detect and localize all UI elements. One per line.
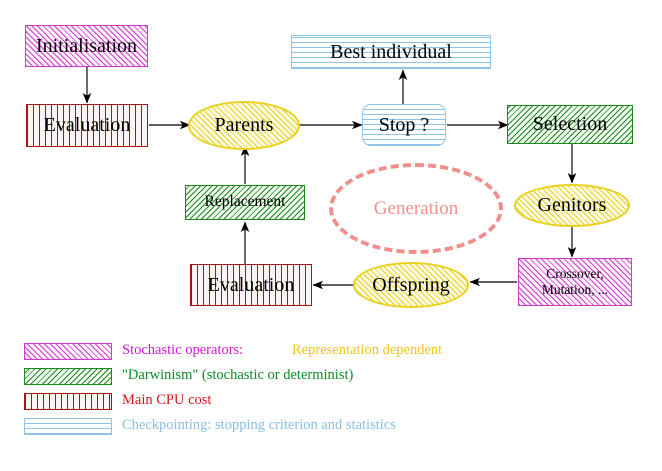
legend-label-stochastic-operators: Stochastic operators: xyxy=(122,342,244,358)
node-best-individual[interactable]: Best individual xyxy=(291,35,491,69)
legend-swatch-red-vertical-lines xyxy=(24,393,112,410)
legend-row-cpu-cost: Main CPU cost xyxy=(0,388,662,413)
node-crossover-mutation-label: Crossover, Mutation, ... xyxy=(541,266,609,297)
node-generation-group: Generation xyxy=(329,163,503,254)
legend-swatch-blue-horizontal-lines xyxy=(24,418,112,435)
node-genitors-label: Genitors xyxy=(537,194,607,217)
legend-swatch-green-hatch xyxy=(24,368,112,385)
node-selection-label: Selection xyxy=(532,113,608,136)
node-crossover-mutation[interactable]: Crossover, Mutation, ... xyxy=(518,258,632,306)
legend-row-darwinism: "Darwinism" (stochastic or determinist) xyxy=(0,363,662,388)
node-best-individual-label: Best individual xyxy=(330,40,452,63)
legend-label-darwinism: "Darwinism" (stochastic or determinist) xyxy=(122,367,354,383)
legend-label-representation-dependent: Representation dependent xyxy=(292,342,443,358)
legend-label-checkpointing: Checkpointing: stopping criterion and st… xyxy=(122,417,396,433)
node-evaluation-top-label: Evaluation xyxy=(43,114,131,137)
node-offspring[interactable]: Offspring xyxy=(353,262,469,308)
legend: Stochastic operators: Representation dep… xyxy=(0,336,662,456)
node-stop[interactable]: Stop ? xyxy=(362,104,446,146)
node-parents[interactable]: Parents xyxy=(188,101,300,150)
legend-row-stochastic: Stochastic operators: Representation dep… xyxy=(0,338,662,363)
node-offspring-label: Offspring xyxy=(372,273,450,296)
node-initialisation[interactable]: Initialisation xyxy=(25,25,148,67)
node-replacement-label: Replacement xyxy=(204,193,286,211)
node-evaluation-bottom-label: Evaluation xyxy=(207,273,295,296)
legend-label-main-cpu-cost: Main CPU cost xyxy=(122,392,212,408)
legend-swatch-magenta-hatch xyxy=(24,343,112,360)
node-evaluation-top[interactable]: Evaluation xyxy=(26,104,148,147)
node-genitors[interactable]: Genitors xyxy=(514,184,630,227)
node-generation-label: Generation xyxy=(373,197,459,219)
node-replacement[interactable]: Replacement xyxy=(185,185,305,220)
node-parents-label: Parents xyxy=(214,114,274,137)
node-stop-label: Stop ? xyxy=(378,113,430,136)
legend-row-checkpointing: Checkpointing: stopping criterion and st… xyxy=(0,413,662,438)
node-evaluation-bottom[interactable]: Evaluation xyxy=(190,264,312,306)
node-initialisation-label: Initialisation xyxy=(35,34,138,57)
node-selection[interactable]: Selection xyxy=(507,105,633,144)
